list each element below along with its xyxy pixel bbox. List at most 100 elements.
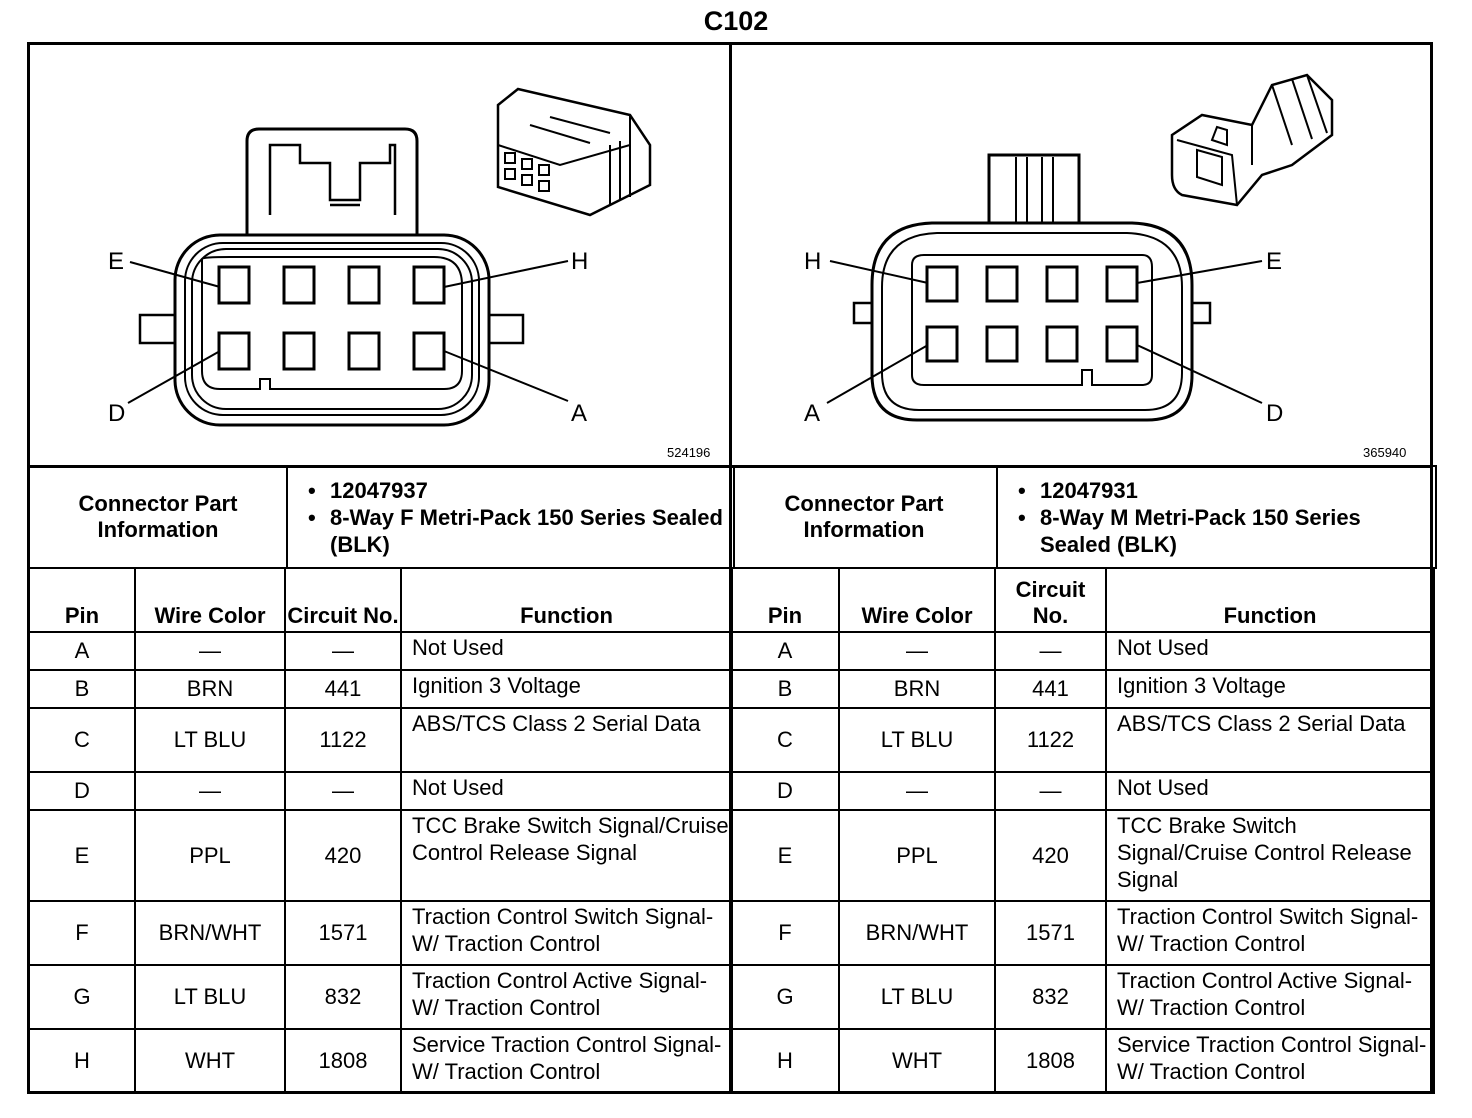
wire-color-cell: WHT: [134, 1028, 286, 1094]
wire-color-cell: —: [838, 631, 996, 671]
pin-cell: A: [28, 631, 136, 671]
wire-color-cell: LT BLU: [838, 964, 996, 1030]
function-cell: Not Used: [400, 631, 733, 671]
circuit-cell: 832: [284, 964, 402, 1030]
circuit-cell: 441: [284, 669, 402, 709]
pin-label-e: E: [108, 248, 124, 275]
header-function: Function: [400, 567, 733, 633]
pin-label-a: A: [571, 400, 587, 427]
header-wire-color: Wire Color: [134, 567, 286, 633]
circuit-cell: —: [994, 631, 1107, 671]
pin-cell: B: [28, 669, 136, 709]
figure-number: 365940: [1363, 445, 1407, 460]
part-description: 8-Way M Metri-Pack 150 Series Sealed (BL…: [1018, 504, 1435, 558]
function-cell: Ignition 3 Voltage: [400, 669, 733, 709]
header-circuit: Circuit No.: [994, 567, 1107, 633]
wire-color-cell: BRN: [838, 669, 996, 709]
wire-color-cell: LT BLU: [838, 707, 996, 773]
pin-cell: B: [730, 669, 840, 709]
header-pin: Pin: [28, 567, 136, 633]
table-row: C LT BLU 1122 ABS/TCS Class 2 Serial Dat…: [730, 707, 1435, 773]
table-row: G LT BLU 832 Traction Control Active Sig…: [730, 964, 1435, 1030]
wire-color-cell: LT BLU: [134, 707, 286, 773]
table-row: G LT BLU 832 Traction Control Active Sig…: [28, 964, 733, 1030]
part-details: 12047931 8-Way M Metri-Pack 150 Series S…: [998, 477, 1435, 558]
left-pin-table: Pin Wire Color Circuit No. Function A — …: [28, 567, 733, 1094]
function-cell: Ignition 3 Voltage: [1105, 669, 1435, 709]
table-row: D — — Not Used: [730, 771, 1435, 811]
function-cell: TCC Brake Switch Signal/Cruise Control R…: [1105, 809, 1435, 902]
pin-cell: D: [730, 771, 840, 811]
table-row: F BRN/WHT 1571 Traction Control Switch S…: [730, 900, 1435, 966]
table-row: A — — Not Used: [730, 631, 1435, 671]
pin-label-e: E: [1266, 248, 1282, 275]
pin-label-d: D: [1266, 400, 1283, 427]
wire-color-cell: LT BLU: [134, 964, 286, 1030]
wire-color-cell: —: [134, 631, 286, 671]
connector-info-label: Connector Part Information: [28, 465, 288, 569]
part-number: 12047937: [308, 477, 733, 504]
function-cell: Service Traction Control Signal-W/ Tract…: [1105, 1028, 1435, 1094]
circuit-cell: 1571: [994, 900, 1107, 966]
circuit-cell: 420: [284, 809, 402, 902]
pin-label-h: H: [804, 248, 821, 275]
table-row: H WHT 1808 Service Traction Control Sign…: [730, 1028, 1435, 1094]
function-cell: TCC Brake Switch Signal/Cruise Control R…: [400, 809, 733, 902]
wire-color-cell: —: [134, 771, 286, 811]
circuit-cell: 441: [994, 669, 1107, 709]
function-cell: Traction Control Active Signal-W/ Tracti…: [1105, 964, 1435, 1030]
wire-color-cell: BRN/WHT: [838, 900, 996, 966]
pin-cell: F: [730, 900, 840, 966]
circuit-cell: 1808: [284, 1028, 402, 1094]
table-row: F BRN/WHT 1571 Traction Control Switch S…: [28, 900, 733, 966]
table-row: H WHT 1808 Service Traction Control Sign…: [28, 1028, 733, 1094]
pin-cell: C: [730, 707, 840, 773]
wire-color-cell: —: [838, 771, 996, 811]
circuit-cell: 420: [994, 809, 1107, 902]
female-connector-face: E H D A: [108, 87, 652, 427]
function-cell: Not Used: [1105, 631, 1435, 671]
circuit-cell: 1808: [994, 1028, 1107, 1094]
table-row: A — — Not Used: [28, 631, 733, 671]
header-function: Function: [1105, 567, 1435, 633]
connector-title: C102: [703, 6, 769, 36]
function-cell: Not Used: [400, 771, 733, 811]
pin-cell: A: [730, 631, 840, 671]
wire-color-cell: BRN: [134, 669, 286, 709]
circuit-cell: —: [284, 771, 402, 811]
pin-cell: C: [28, 707, 136, 773]
function-cell: Not Used: [1105, 771, 1435, 811]
wire-color-cell: PPL: [134, 809, 286, 902]
table-row: B BRN 441 Ignition 3 Voltage: [730, 669, 1435, 709]
circuit-cell: 1122: [994, 707, 1107, 773]
left-connector-part-info: Connector Part Information 12047937 8-Wa…: [28, 465, 735, 569]
table-row: C LT BLU 1122 ABS/TCS Class 2 Serial Dat…: [28, 707, 733, 773]
pin-cell: H: [730, 1028, 840, 1094]
circuit-cell: 1571: [284, 900, 402, 966]
wire-color-cell: BRN/WHT: [134, 900, 286, 966]
right-connector-part-info: Connector Part Information 12047931 8-Wa…: [730, 465, 1437, 569]
table-row: D — — Not Used: [28, 771, 733, 811]
pin-cell: E: [730, 809, 840, 902]
female-connector-diagram: E H D A 524196: [30, 45, 729, 465]
function-cell: Traction Control Active Signal-W/ Tracti…: [400, 964, 733, 1030]
circuit-cell: 832: [994, 964, 1107, 1030]
pin-cell: G: [28, 964, 136, 1030]
circuit-cell: 1122: [284, 707, 402, 773]
pin-cell: D: [28, 771, 136, 811]
male-connector-diagram: H E A D 365940: [732, 45, 1431, 465]
pin-label-a: A: [804, 400, 820, 427]
pin-cell: E: [28, 809, 136, 902]
function-cell: ABS/TCS Class 2 Serial Data: [400, 707, 733, 773]
header-pin: Pin: [730, 567, 840, 633]
pin-label-h: H: [571, 248, 588, 275]
header-wire-color: Wire Color: [838, 567, 996, 633]
table-row: E PPL 420 TCC Brake Switch Signal/Cruise…: [730, 809, 1435, 902]
wire-color-cell: PPL: [838, 809, 996, 902]
pin-cell: H: [28, 1028, 136, 1094]
figure-number: 524196: [667, 445, 711, 460]
pin-cell: F: [28, 900, 136, 966]
circuit-cell: —: [994, 771, 1107, 811]
table-row: E PPL 420 TCC Brake Switch Signal/Cruise…: [28, 809, 733, 902]
function-cell: Service Traction Control Signal-W/ Tract…: [400, 1028, 733, 1094]
